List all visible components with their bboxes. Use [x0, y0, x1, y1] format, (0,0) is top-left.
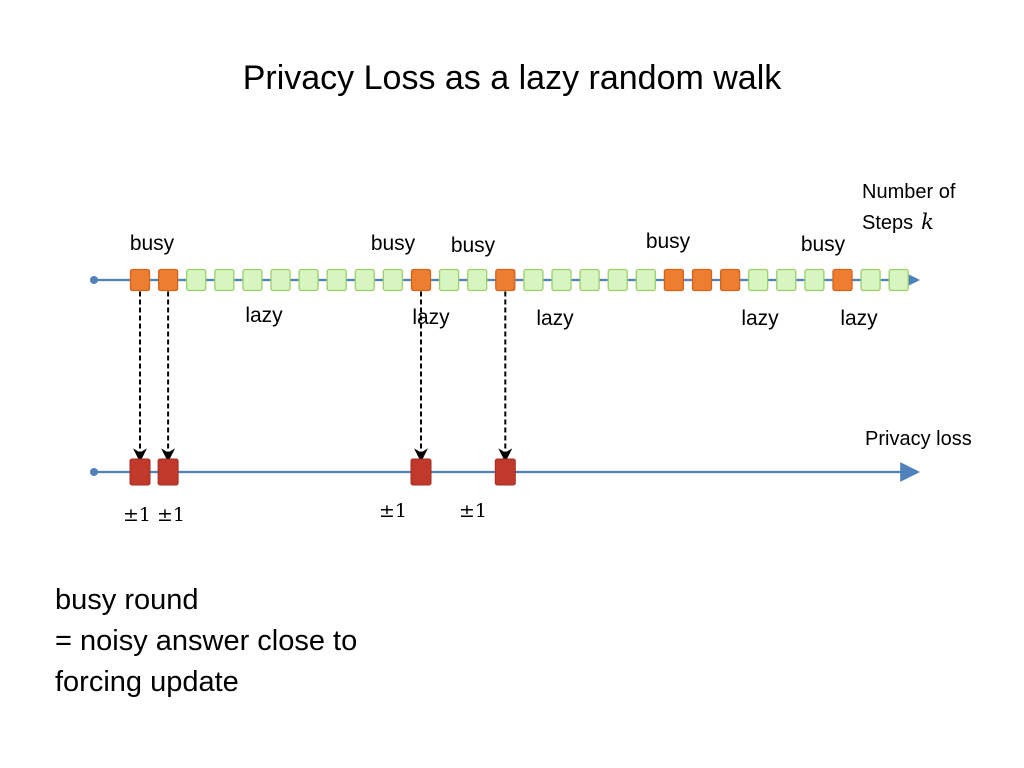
busy-label: busy: [450, 234, 496, 257]
loss-increment-label: ±1: [458, 500, 488, 522]
lazy-step-square: [438, 268, 460, 292]
privacy-loss-marker: [410, 458, 432, 486]
lazy-label: lazy: [741, 307, 779, 330]
steps-axis-label-line1: Number of: [862, 181, 956, 203]
lazy-step-square: [635, 268, 656, 292]
lazy-step-square: [607, 268, 628, 292]
privacy-loss-marker: [129, 458, 151, 486]
lazy-step-square: [186, 268, 207, 292]
busy-step-square: [410, 268, 432, 292]
lazy-step-square: [382, 268, 404, 292]
lazy-step-square: [326, 268, 347, 292]
loss-axis-origin: [90, 468, 98, 476]
privacy-loss-marker: [494, 458, 516, 486]
lazy-step-square: [242, 268, 263, 292]
lazy-step-square: [298, 268, 319, 292]
note-line-1: busy round: [55, 584, 199, 616]
lazy-step-square: [214, 268, 235, 292]
lazy-step-square: [551, 268, 572, 292]
busy-step-square: [157, 268, 179, 292]
loss-markers: [129, 458, 516, 486]
lazy-step-square: [776, 268, 797, 292]
busy-label: busy: [370, 232, 416, 255]
lazy-label: lazy: [412, 306, 450, 329]
step-squares: [129, 268, 909, 292]
busy-step-square: [663, 268, 685, 292]
lazy-step-square: [860, 268, 881, 292]
busy-label: busy: [800, 233, 846, 256]
busy-label: busy: [645, 230, 691, 253]
busy-step-square: [719, 268, 741, 292]
privacy-loss-marker: [157, 458, 179, 486]
lazy-step-square: [523, 268, 544, 292]
drop-arrows: [133, 291, 513, 463]
loss-increment-label: ±1: [122, 504, 152, 526]
slide-title: Privacy Loss as a lazy random walk: [242, 59, 782, 97]
busy-step-square: [832, 268, 853, 292]
lazy-step-square: [354, 268, 375, 292]
busy-round-note: busy round = noisy answer close to forci…: [55, 580, 357, 703]
loss-increment-label: ±1: [156, 504, 186, 526]
lazy-step-square: [748, 268, 769, 292]
note-line-2: = noisy answer close to: [55, 625, 358, 657]
busy-step-square: [691, 268, 713, 292]
note-line-3: forcing update: [55, 666, 239, 698]
lazy-label: lazy: [536, 307, 574, 330]
steps-axis-origin: [90, 276, 98, 284]
lazy-step-square: [804, 268, 825, 292]
busy-step-square: [129, 268, 151, 292]
lazy-step-square: [270, 268, 291, 292]
loss-increment-label: ±1: [378, 500, 408, 522]
steps-variable-k: k: [921, 210, 934, 234]
lazy-step-square: [888, 268, 909, 292]
busy-label: busy: [129, 232, 175, 255]
lazy-label: lazy: [840, 307, 878, 330]
privacy-loss-axis-label: Privacy loss: [865, 428, 972, 450]
lazy-step-square: [467, 268, 488, 292]
busy-step-square: [495, 268, 516, 292]
steps-axis-label-text: Steps: [862, 212, 914, 234]
lazy-label: lazy: [245, 304, 283, 327]
lazy-step-square: [579, 268, 600, 292]
